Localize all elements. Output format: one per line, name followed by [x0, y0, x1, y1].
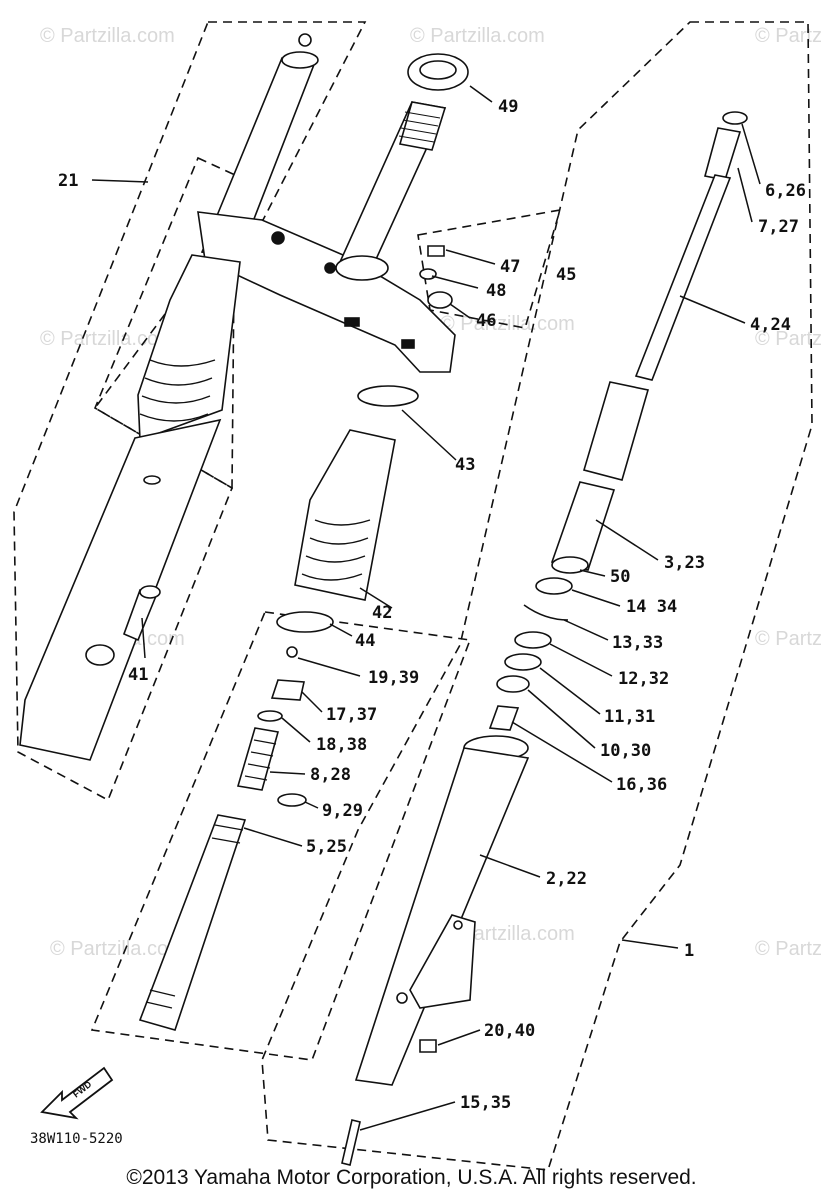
- callout-15-35: 15,35: [460, 1093, 511, 1113]
- clip-13-33: [523, 604, 569, 621]
- callout-9-29: 9,29: [322, 801, 363, 821]
- clamp-slot: [401, 339, 415, 349]
- callout-4-24: 4,24: [750, 315, 791, 335]
- group-boundary-1: [261, 21, 813, 1171]
- tube-mark: [143, 475, 161, 485]
- watermark: © Partzilla.com: [755, 25, 823, 47]
- stem-thread: [398, 101, 447, 151]
- diagram-code: 38W110-5220: [30, 1131, 123, 1147]
- callout-19-39: 19,39: [368, 668, 419, 688]
- damper-rod-5-25: [138, 814, 247, 1031]
- cap-6-26: [722, 111, 748, 125]
- callout-13-33: 13,33: [612, 633, 663, 653]
- stem-nut: [335, 255, 389, 281]
- clip-19-39: [286, 646, 298, 658]
- watermark: © Partzilla.com: [755, 328, 823, 350]
- callout-49: 49: [498, 97, 518, 117]
- callout-45: 45: [556, 265, 576, 285]
- drain-screw-20-40: [419, 1039, 437, 1053]
- tube-cap: [281, 51, 319, 69]
- callout-41: 41: [128, 665, 148, 685]
- piston-17-37: [270, 679, 305, 701]
- callout-1: 1: [684, 941, 694, 961]
- outer-tube-left: [19, 418, 222, 761]
- bushing-16-36: [488, 705, 520, 731]
- clamp-hole: [271, 231, 285, 245]
- callout-18-38: 18,38: [316, 735, 367, 755]
- guide-50: [551, 556, 589, 574]
- washer-48: [419, 268, 437, 280]
- cap-spring-7-27: [704, 127, 742, 181]
- ring-43: [357, 385, 419, 407]
- left-fork-assembly: [19, 33, 469, 761]
- callout-8-28: 8,28: [310, 765, 351, 785]
- watermark: © Partzilla.com: [755, 628, 823, 650]
- leader-lines: [91, 85, 761, 1131]
- callout-5-25: 5,25: [306, 837, 347, 857]
- caliper-bracket: [409, 914, 476, 1009]
- callout-2-22: 2,22: [546, 869, 587, 889]
- dust-boot-left: [137, 254, 241, 442]
- callout-labels: 21 49 47 45 48 46 43 42 44 41 19,39 17,3…: [58, 97, 806, 1113]
- washer-18-38: [257, 710, 283, 722]
- collar-3-23: [582, 381, 650, 481]
- ring-10-30: [496, 675, 530, 693]
- callout-42: 42: [372, 603, 392, 623]
- callout-47: 47: [500, 257, 520, 277]
- callout-10-30: 10,30: [600, 741, 651, 761]
- group-boundary-damper: [90, 611, 472, 1061]
- piston-metal-3-23: [550, 481, 616, 571]
- callout-43: 43: [455, 455, 475, 475]
- callout-21: 21: [58, 171, 78, 191]
- cap-bolt: [298, 33, 312, 47]
- dust-boot-42: [294, 429, 396, 601]
- right-fork-parts: [341, 111, 748, 1166]
- copyright-notice: ©2013 Yamaha Motor Corporation, U.S.A. A…: [126, 1166, 697, 1189]
- watermark: © Partzilla.com: [40, 328, 175, 350]
- group-boundary-inner: [93, 156, 236, 490]
- watermark: © Partzilla.com: [410, 25, 545, 47]
- group-boundary-45: [417, 208, 562, 329]
- clamp-slot: [344, 317, 360, 327]
- axle-clamp: [85, 644, 115, 666]
- callout-7-27: 7,27: [758, 217, 799, 237]
- callout-46: 46: [476, 311, 496, 331]
- callout-14-34: 14 34: [626, 597, 677, 617]
- damper-parts: [138, 385, 419, 1031]
- watermark: © Partzilla.com: [40, 25, 175, 47]
- inner-tube-4-24: [634, 174, 732, 381]
- rebound-spring-8-28: [236, 727, 280, 791]
- callout-20-40: 20,40: [484, 1021, 535, 1041]
- bolt-15-35: [341, 1119, 361, 1166]
- seal-11-31: [504, 653, 542, 671]
- callout-50: 50: [610, 567, 630, 587]
- clamp-hole: [324, 262, 336, 274]
- fwd-arrow-icon: FWD: [40, 1066, 114, 1120]
- spring-seat-9-29: [277, 793, 307, 807]
- guide-46: [427, 291, 453, 309]
- callout-44: 44: [355, 631, 375, 651]
- callout-11-31: 11,31: [604, 707, 655, 727]
- callout-12-32: 12,32: [618, 669, 669, 689]
- callout-17-37: 17,37: [326, 705, 377, 725]
- callout-3-23: 3,23: [664, 553, 705, 573]
- washer-12-32: [514, 631, 552, 649]
- watermark: © Partzilla.com: [50, 938, 185, 960]
- callout-6-26: 6,26: [765, 181, 806, 201]
- callout-48: 48: [486, 281, 506, 301]
- watermark: © Partzilla.com: [755, 938, 823, 960]
- ring-14-34: [535, 577, 573, 595]
- callout-16-36: 16,36: [616, 775, 667, 795]
- under-bracket: [197, 211, 456, 373]
- oil-seal-44: [276, 611, 334, 633]
- bolt-47: [427, 245, 445, 257]
